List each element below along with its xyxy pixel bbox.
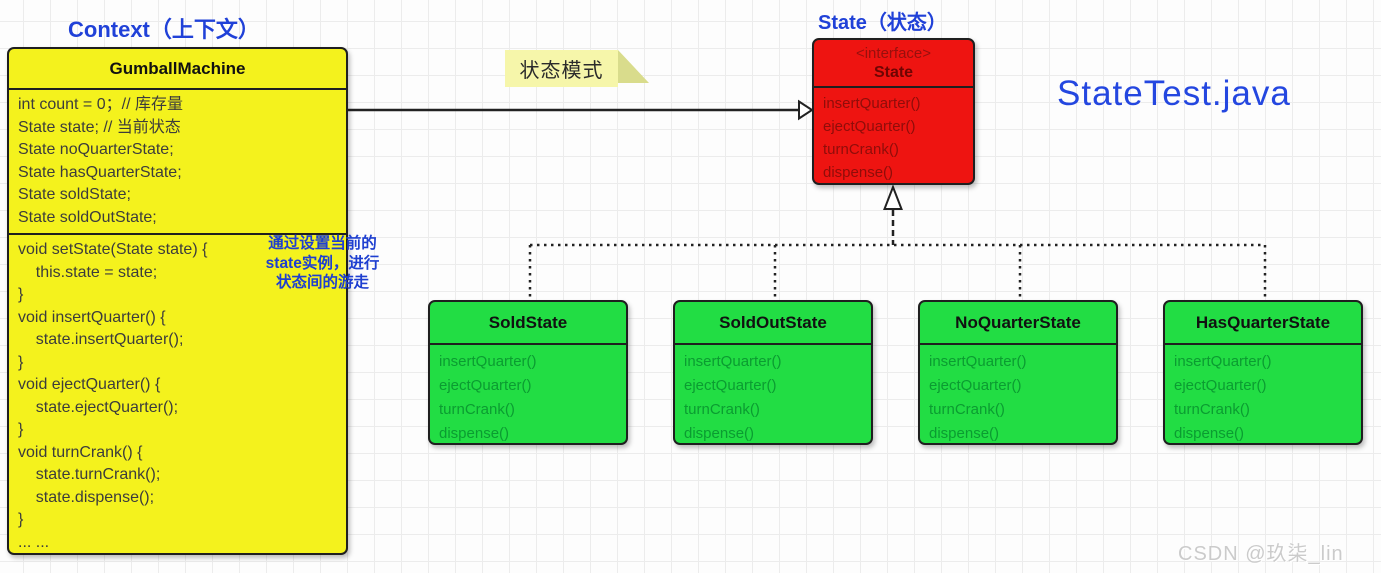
text-line: turnCrank() [1174, 401, 1250, 418]
pattern-note-label: 状态模式 [505, 50, 618, 87]
gumballmachine-class-box: GumballMachine int count = 0；// 库存量 State… [7, 47, 348, 555]
note-fold-corner-icon [618, 50, 649, 83]
soldstate-class-box: SoldState insertQuarter() ejectQuarter() t… [428, 300, 628, 445]
text-line: void setState(State state) { [18, 241, 208, 258]
interface-title: State [873, 64, 914, 81]
hasquarterstate-class-box: HasQuarterState insertQuarter() ejectQuar… [1163, 300, 1363, 445]
text-line: state实例，进行 [265, 254, 380, 272]
text-line: dispense() [823, 164, 894, 181]
class-methods-section: insertQuarter() ejectQuarter() turnCrank()… [920, 345, 1116, 443]
text-line: dispense() [929, 425, 1000, 442]
text-line: ejectQuarter() [823, 118, 916, 135]
text-line: dispense() [1174, 425, 1245, 442]
text-line: insertQuarter() [684, 353, 782, 370]
soldoutstate-class-box: SoldOutState insertQuarter() ejectQuarter… [673, 300, 873, 445]
text-line: turnCrank() [439, 401, 515, 418]
text-line: turnCrank() [929, 401, 1005, 418]
class-methods-section: void setState(State state) { this.state … [9, 235, 346, 553]
text-line: } [18, 353, 24, 371]
text-line: State noQuarterState; [18, 141, 174, 158]
class-title: SoldOutState [675, 302, 871, 345]
class-title: HasQuarterState [1165, 302, 1361, 345]
text-line: void ejectQuarter() { [18, 376, 161, 393]
text-line: State soldState; [18, 186, 131, 203]
setstate-annotation: 通过设置当前的 state实例，进行状态间的游走 [252, 234, 393, 293]
text-line: insertQuarter() [929, 353, 1027, 370]
association-arrowhead-icon [798, 99, 814, 121]
csdn-watermark: CSDN @玖柒_lin [1178, 543, 1344, 565]
text-line: void turnCrank() { [18, 443, 143, 461]
class-fields-section: int count = 0；// 库存量 State state; // 当前状态… [9, 90, 346, 235]
text-line: turnCrank() [684, 401, 760, 418]
text-line: dispense() [439, 425, 510, 442]
noquarterstate-class-box: NoQuarterState insertQuarter() ejectQuart… [918, 300, 1118, 445]
text-line: State soldOutState; [18, 208, 157, 226]
text-line: dispense() [684, 425, 755, 442]
realization-arrowhead-icon [883, 184, 903, 210]
text-line: insertQuarter() [1174, 353, 1272, 370]
text-line: 通过设置当前的 [268, 235, 377, 252]
state-interface-box: <interface> State insertQuarter() ejectQu… [812, 38, 975, 185]
text-line: turnCrank() [823, 141, 899, 158]
interface-stereotype: <interface> [855, 45, 932, 62]
text-line: state.ejectQuarter(); [18, 398, 179, 416]
text-line: ejectQuarter() [439, 377, 532, 394]
class-methods-section: insertQuarter() ejectQuarter() turnCrank()… [1165, 345, 1361, 443]
class-title: NoQuarterState [920, 302, 1116, 345]
class-methods-section: insertQuarter() ejectQuarter() turnCrank()… [675, 345, 871, 443]
interface-methods-section: insertQuarter() ejectQuarter() turnCrank()… [814, 88, 973, 183]
text-line: int count = 0；// 库存量 [18, 96, 183, 113]
class-methods-section: insertQuarter() ejectQuarter() turnCrank()… [430, 345, 626, 443]
text-line: ejectQuarter() [684, 377, 777, 394]
pattern-sticky-note: 状态模式 [505, 50, 650, 87]
text-line: } [18, 286, 24, 303]
text-line: 状态间的游走 [275, 274, 369, 291]
text-line: } [18, 511, 24, 528]
text-line: state.dispense(); [18, 488, 155, 506]
text-line: State hasQuarterState; [18, 163, 182, 181]
text-line: } [18, 421, 24, 438]
text-line: ejectQuarter() [1174, 377, 1267, 394]
text-line: ejectQuarter() [929, 377, 1022, 394]
text-line: void insertQuarter() { [18, 308, 166, 326]
class-title: GumballMachine [9, 49, 346, 90]
interface-header: <interface> State [814, 40, 973, 88]
state-role-label: State（状态） [818, 12, 947, 34]
text-line: ... ... [18, 533, 50, 551]
text-line: insertQuarter() [823, 95, 921, 112]
text-line: state.insertQuarter(); [18, 331, 184, 348]
text-line: this.state = state; [18, 263, 158, 281]
filename-label: StateTest.java [1057, 74, 1291, 113]
text-line: insertQuarter() [439, 353, 537, 370]
text-line: state.turnCrank(); [18, 466, 161, 483]
context-role-label: Context（上下文） [68, 17, 260, 42]
class-title: SoldState [430, 302, 626, 345]
text-line: State state; // 当前状态 [18, 118, 181, 136]
